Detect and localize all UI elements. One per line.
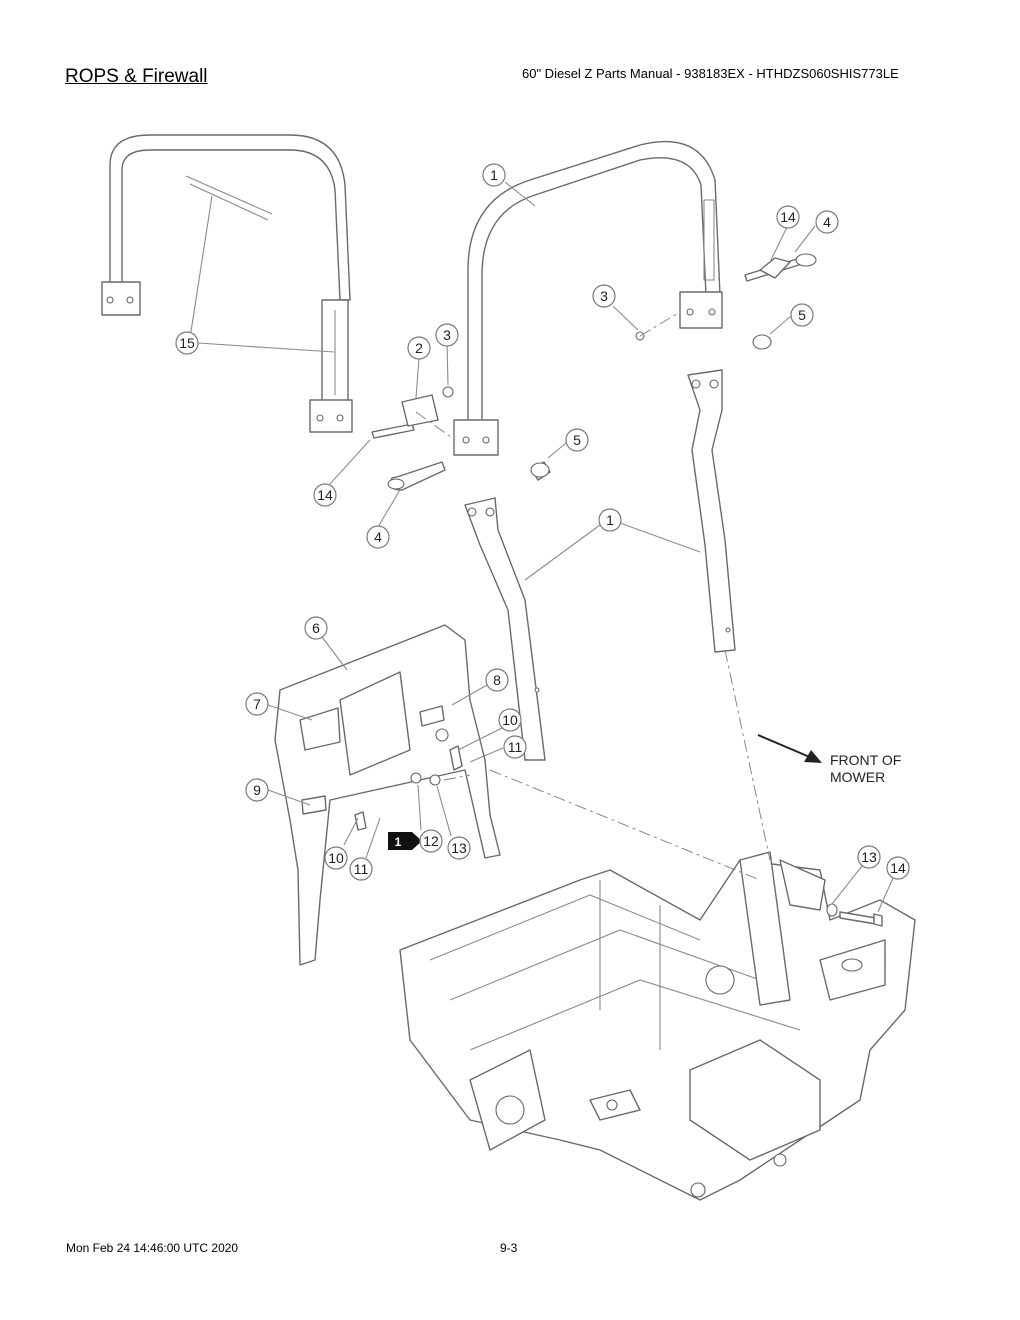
svg-text:4: 4 xyxy=(374,529,382,545)
svg-text:9: 9 xyxy=(253,782,261,798)
reference-tag: 1 xyxy=(388,832,422,850)
svg-text:3: 3 xyxy=(600,288,608,304)
callout-11b: 11 xyxy=(349,857,373,881)
callout-3b: 3 xyxy=(592,284,616,308)
callout-12: 12 xyxy=(419,829,443,853)
svg-text:4: 4 xyxy=(823,214,831,230)
footer-date: Mon Feb 24 14:46:00 UTC 2020 xyxy=(66,1241,239,1255)
callout-14c: 14 xyxy=(886,856,910,880)
callout-4b: 4 xyxy=(815,210,839,234)
svg-text:MOWER: MOWER xyxy=(830,769,885,785)
front-bolt-hardware xyxy=(826,903,883,927)
callout-5b: 5 xyxy=(790,303,814,327)
callout-10a: 10 xyxy=(498,708,522,732)
rops-lower-right xyxy=(687,369,736,653)
rops-upper-hoop-detail xyxy=(101,134,353,433)
callout-1a: 1 xyxy=(482,163,506,187)
callout-9: 9 xyxy=(245,778,269,802)
svg-text:5: 5 xyxy=(798,307,806,323)
callout-14a: 14 xyxy=(313,483,337,507)
page-number: 9-3 xyxy=(500,1241,518,1255)
callout-1b: 1 xyxy=(598,508,622,532)
manual-identifier: 60" Diesel Z Parts Manual - 938183EX - H… xyxy=(522,66,899,81)
svg-text:6: 6 xyxy=(312,620,320,636)
svg-text:11: 11 xyxy=(508,739,523,755)
rops-upper-hoop xyxy=(453,140,723,456)
svg-text:14: 14 xyxy=(317,487,333,503)
svg-text:1: 1 xyxy=(490,167,498,183)
hardware xyxy=(371,253,817,491)
callout-5a: 5 xyxy=(565,428,589,452)
callout-13b: 13 xyxy=(857,845,881,869)
callout-15: 15 xyxy=(175,331,199,355)
svg-text:14: 14 xyxy=(890,860,906,876)
svg-text:10: 10 xyxy=(502,712,518,728)
callout-11a: 11 xyxy=(503,735,527,759)
svg-text:8: 8 xyxy=(493,672,501,688)
svg-text:3: 3 xyxy=(443,327,451,343)
callout-14b: 14 xyxy=(776,205,800,229)
callout-8: 8 xyxy=(485,668,509,692)
svg-text:13: 13 xyxy=(451,840,467,856)
callout-7: 7 xyxy=(245,692,269,716)
svg-text:2: 2 xyxy=(415,340,423,356)
svg-text:FRONT OF: FRONT OF xyxy=(830,752,901,768)
svg-text:15: 15 xyxy=(179,335,195,351)
leader-lines xyxy=(189,181,894,913)
callout-4a: 4 xyxy=(366,525,390,549)
svg-text:12: 12 xyxy=(423,833,439,849)
mower-chassis xyxy=(399,851,916,1201)
svg-text:7: 7 xyxy=(253,696,261,712)
page-title: ROPS & Firewall xyxy=(65,66,208,87)
rops-lower-left xyxy=(464,497,546,761)
svg-text:1: 1 xyxy=(395,835,402,849)
callout-6: 6 xyxy=(304,616,328,640)
svg-text:1: 1 xyxy=(606,512,614,528)
callout-13a: 13 xyxy=(447,836,471,860)
svg-text:13: 13 xyxy=(861,849,877,865)
callout-10b: 10 xyxy=(324,846,348,870)
svg-text:5: 5 xyxy=(573,432,581,448)
firewall-panel xyxy=(274,624,501,966)
assembly-lines xyxy=(415,311,771,881)
front-of-mower-note: FRONT OF MOWER xyxy=(757,734,901,785)
svg-text:11: 11 xyxy=(354,861,369,877)
callout-2: 2 xyxy=(407,336,431,360)
svg-text:10: 10 xyxy=(328,850,344,866)
svg-text:14: 14 xyxy=(780,209,796,225)
callout-3a: 3 xyxy=(435,323,459,347)
